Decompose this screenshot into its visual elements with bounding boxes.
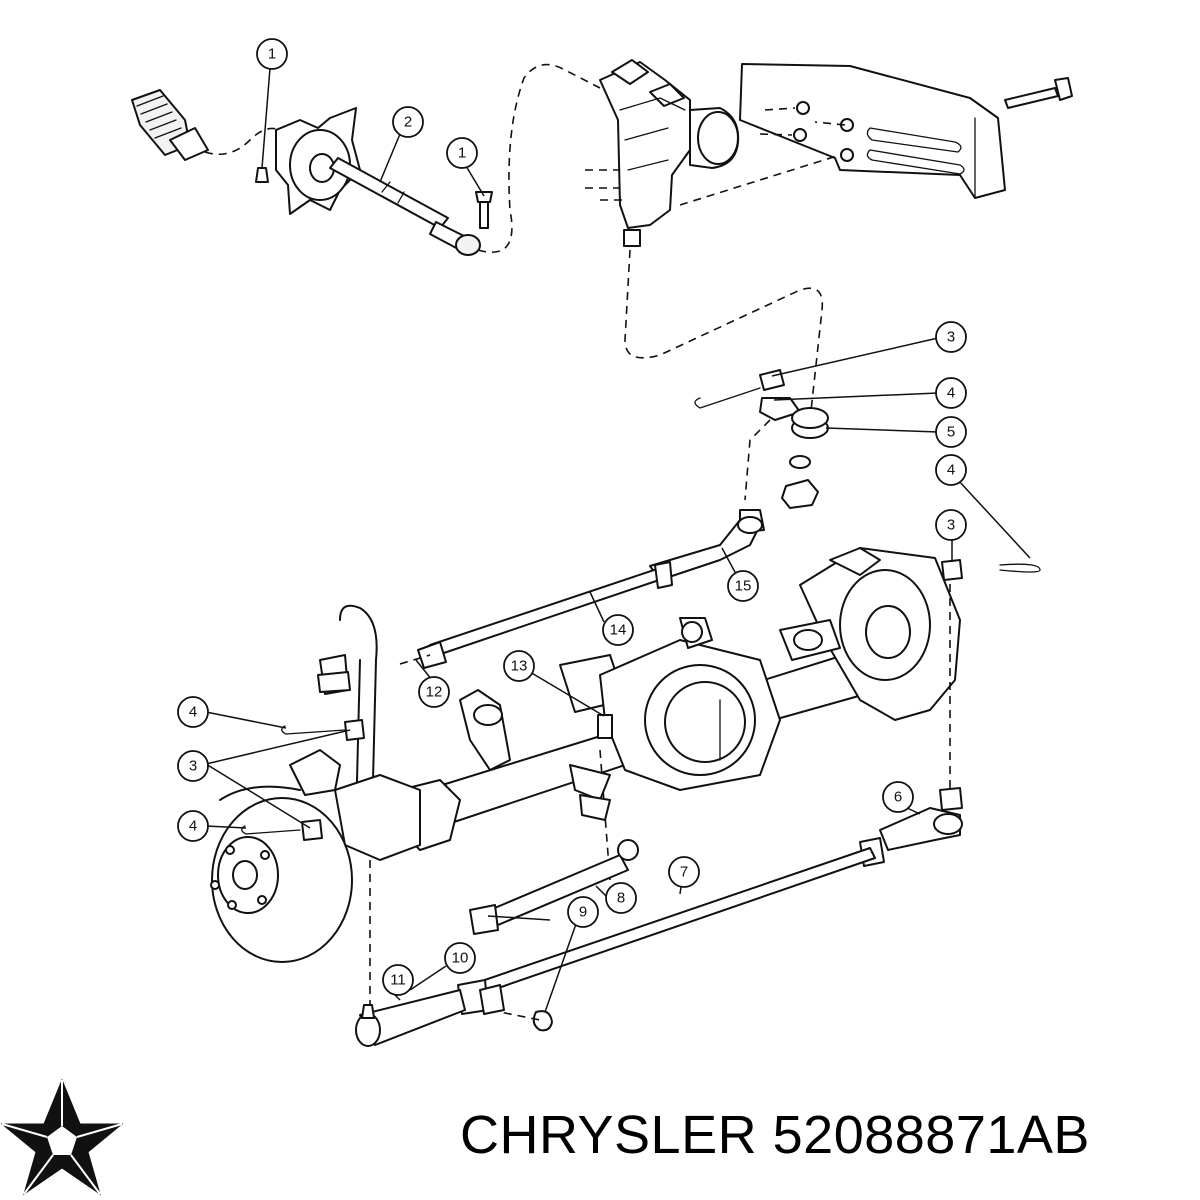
front-axle-housing [210, 547, 961, 1010]
callout-5: 5 [935, 416, 967, 448]
callout-1a: 1 [256, 38, 288, 70]
callout-4a: 4 [935, 377, 967, 409]
callout-label: 4 [189, 704, 197, 721]
callout-label: 2 [404, 114, 412, 131]
callout-label: 4 [189, 818, 197, 835]
callout-label: 3 [947, 517, 955, 534]
callout-label: 4 [947, 462, 955, 479]
callout-label: 1 [268, 46, 276, 63]
callout-9: 9 [567, 896, 599, 928]
callout-label: 1 [458, 145, 466, 162]
steering-gear-and-frame [585, 59, 1073, 421]
callout-15: 15 [727, 570, 759, 602]
callout-label: 4 [947, 385, 955, 402]
callout-3c: 3 [177, 750, 209, 782]
callout-label: 12 [426, 684, 443, 701]
pitman-arm-hardware [694, 369, 829, 509]
callout-3b: 3 [935, 509, 967, 541]
callout-4c: 4 [177, 696, 209, 728]
callout-label: 8 [617, 890, 625, 907]
chrysler-pentastar-icon [0, 1078, 124, 1196]
track-bar [469, 764, 639, 935]
callout-12: 12 [418, 676, 450, 708]
callout-label: 5 [947, 424, 955, 441]
callout-label: 14 [610, 622, 627, 639]
callout-10: 10 [444, 942, 476, 974]
part-number: 52088871AB [772, 1105, 1090, 1165]
steering-column-assembly [131, 63, 601, 256]
drag-link [399, 509, 765, 669]
callout-label: 3 [189, 758, 197, 775]
callout-leaders [205, 67, 1031, 1013]
brand-caption: CHRYSLER 52088871AB [460, 1104, 1090, 1166]
callout-label: 11 [390, 972, 406, 989]
callout-label: 9 [579, 904, 587, 921]
callout-1b: 1 [446, 137, 478, 169]
callout-label: 7 [680, 864, 688, 881]
callout-label: 3 [947, 329, 955, 346]
callout-label: 6 [894, 789, 902, 806]
brand-name: CHRYSLER [460, 1105, 758, 1165]
callout-3a: 3 [935, 321, 967, 353]
callout-14: 14 [602, 614, 634, 646]
callout-label: 15 [735, 578, 752, 595]
callout-label: 10 [452, 950, 469, 967]
left-fasteners [241, 559, 1041, 841]
callout-11: 11 [382, 964, 414, 996]
callout-4d: 4 [177, 810, 209, 842]
callout-6: 6 [882, 781, 914, 813]
callout-2: 2 [392, 106, 424, 138]
callout-8: 8 [605, 882, 637, 914]
callout-13: 13 [503, 650, 535, 682]
callout-4b: 4 [935, 454, 967, 486]
callout-7: 7 [668, 856, 700, 888]
tie-rod-assembly [355, 787, 963, 1047]
callout-label: 13 [511, 658, 528, 675]
